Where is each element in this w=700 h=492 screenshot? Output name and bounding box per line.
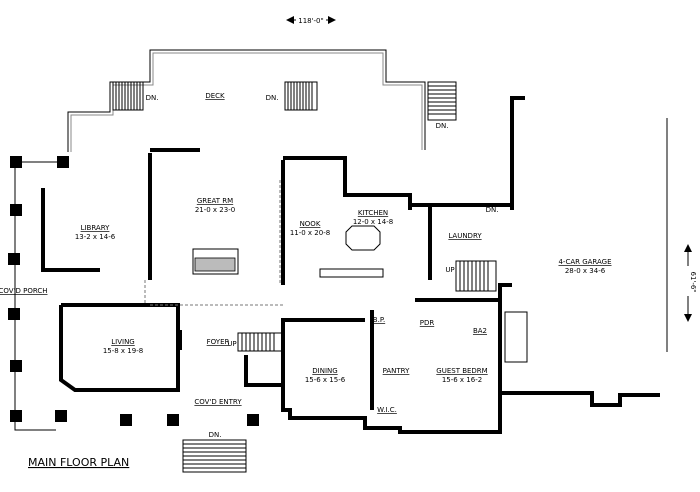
room-label-laundry: LAUNDRY — [448, 232, 482, 240]
room-label-deck: DECK — [205, 92, 225, 100]
depth-dimension: 61'-6" — [682, 244, 697, 322]
room-label-bp: B.P. — [373, 316, 385, 324]
porch-columns: COV'D PORCH — [0, 156, 259, 431]
width-dimension: 118'-0" — [286, 14, 336, 26]
room-label-great-rm: GREAT RM — [197, 197, 233, 205]
deck-stairs-right: DN. — [427, 81, 457, 130]
room-label-ba2: BA2 — [473, 327, 487, 335]
garage-walls — [500, 96, 668, 407]
room-size-dining: 15-6 x 15-6 — [305, 376, 346, 384]
main-stairs — [237, 332, 284, 352]
room-size-library: 13-2 x 14-6 — [75, 233, 116, 241]
stair-dn-label: DN. — [209, 431, 222, 439]
room-label-nook: NOOK — [300, 220, 321, 228]
room-label-pdr: PDR — [420, 319, 435, 327]
room-label-covd-porch: COV'D PORCH — [0, 287, 48, 295]
exterior-walls — [41, 148, 514, 434]
room-label-kitchen: KITCHEN — [358, 209, 388, 217]
room-label-foyer: FOYER — [207, 338, 230, 346]
interior-details: UP UP DN. — [144, 180, 528, 363]
room-label-guest-bedrm: GUEST BEDRM — [436, 367, 487, 375]
stair-up-label: UP — [445, 266, 454, 274]
room-size-kitchen: 12-0 x 14-8 — [353, 218, 393, 226]
deck-stairs-middle: DN. — [266, 81, 318, 111]
stair-dn-label: DN. — [266, 94, 279, 102]
room-size-living: 15-8 x 19-8 — [103, 347, 143, 355]
deck-stairs-left: DN. — [112, 81, 159, 111]
deck: DECK — [67, 49, 426, 152]
room-size-guest-bedrm: 15-6 x 16-2 — [442, 376, 482, 384]
room-size-nook: 11-0 x 20-8 — [290, 229, 330, 237]
plan-title: MAIN FLOOR PLAN — [28, 456, 129, 469]
room-size-garage: 28-0 x 34-6 — [565, 267, 606, 275]
kitchen-island — [345, 225, 381, 251]
stair-up-label: UP — [227, 340, 236, 348]
room-label-library: LIBRARY — [81, 224, 111, 232]
stair-dn-label: DN. — [486, 206, 499, 214]
entry-stairs: DN. — [182, 431, 247, 473]
width-dimension-text: 118'-0" — [298, 17, 323, 25]
garage-appliances — [504, 311, 528, 363]
room-label-wic: W.I.C. — [377, 406, 397, 414]
room-size-great-rm: 21-0 x 23-0 — [195, 206, 235, 214]
room-label-dining: DINING — [312, 367, 337, 375]
room-label-covd-entry: COV'D ENTRY — [194, 398, 242, 406]
stair-dn-label: DN. — [436, 122, 449, 130]
stair-dn-label: DN. — [146, 94, 159, 102]
depth-dimension-text: 61'-6" — [689, 271, 697, 292]
room-label-pantry: PANTRY — [383, 367, 410, 375]
room-label-living: LIVING — [111, 338, 134, 346]
room-labels: GREAT RM 21-0 x 23-0 LIBRARY 13-2 x 14-6… — [75, 197, 612, 414]
room-label-garage: 4-CAR GARAGE — [558, 258, 611, 266]
